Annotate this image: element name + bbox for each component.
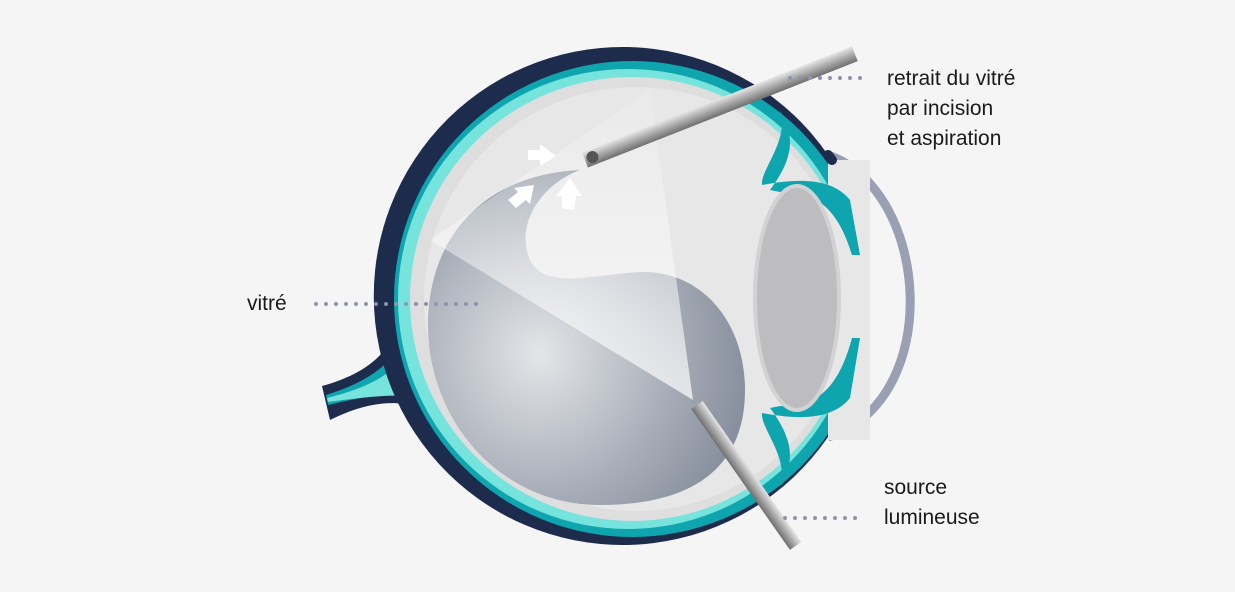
suction-arrows <box>508 144 582 210</box>
light-probe <box>691 400 802 550</box>
arrow-icon <box>528 144 556 166</box>
label-line: par incision <box>887 97 994 120</box>
label-line: lumineuse <box>884 506 980 529</box>
lens <box>753 184 841 412</box>
label-vitrectomy: retrait du vitré par incision et aspirat… <box>887 64 1015 154</box>
arrow-icon <box>556 178 582 210</box>
arrow-icon <box>508 185 534 208</box>
label-line: source <box>884 476 948 499</box>
sclera-cap-top <box>823 150 837 165</box>
ciliary-body-bottom <box>761 338 860 488</box>
label-line: et aspiration <box>887 127 1002 150</box>
ciliary-body-top <box>761 110 860 255</box>
front-chamber <box>828 160 870 440</box>
label-light-source: source lumineuse <box>884 473 980 533</box>
label-line: retrait du vitré <box>887 67 1016 90</box>
light-cone <box>430 90 693 400</box>
label-vitreous: vitré <box>247 292 287 315</box>
